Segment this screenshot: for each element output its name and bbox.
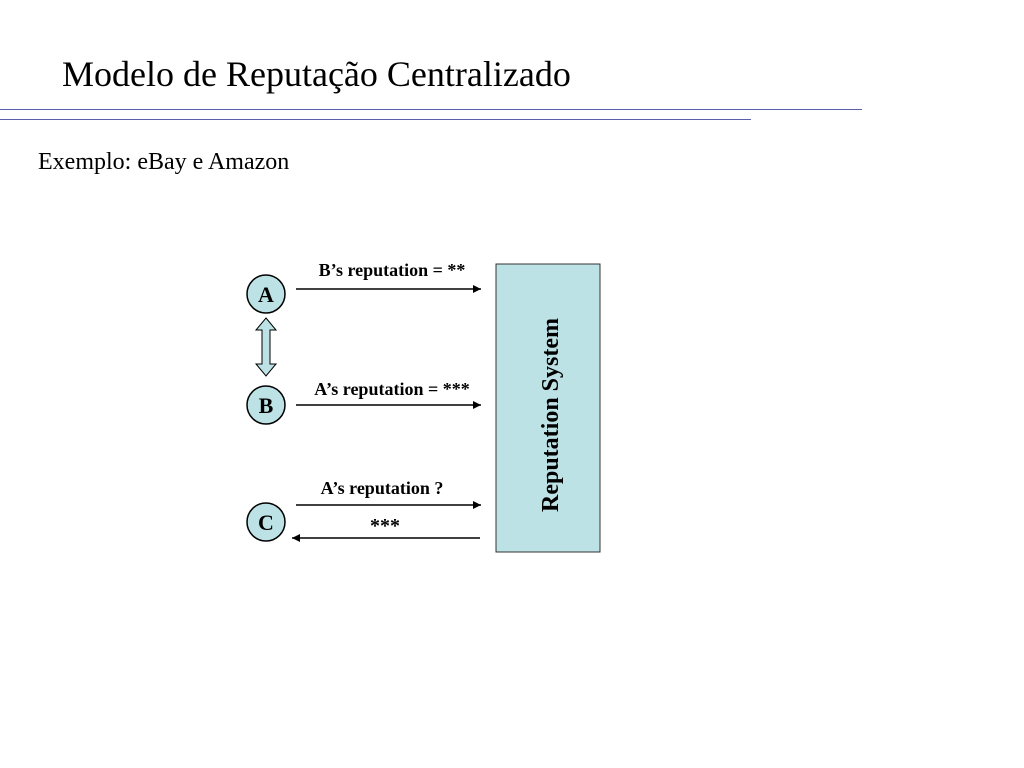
slide-title: Modelo de Reputação Centralizado — [62, 54, 571, 94]
arrow-c-label: A’s reputation ? — [321, 478, 444, 498]
arrow-system-to-c-label: *** — [370, 515, 400, 537]
title-divider-line — [0, 109, 862, 110]
node-b: B — [246, 385, 286, 425]
slide-subtitle: Exemplo: eBay e Amazon — [38, 149, 290, 175]
reputation-system-label: Reputation System — [538, 318, 564, 512]
node-b-label: B — [259, 393, 274, 418]
node-a: A — [246, 274, 286, 314]
title-divider-line-secondary — [0, 119, 751, 120]
reputation-system-box — [495, 263, 601, 553]
node-c: C — [246, 502, 286, 542]
arrow-a-label: B’s reputation = ** — [319, 260, 466, 280]
node-c-label: C — [258, 510, 274, 535]
a-b-interaction-arrow — [254, 317, 278, 377]
node-a-label: A — [258, 282, 274, 307]
arrow-b-label: A’s reputation = *** — [314, 379, 469, 399]
